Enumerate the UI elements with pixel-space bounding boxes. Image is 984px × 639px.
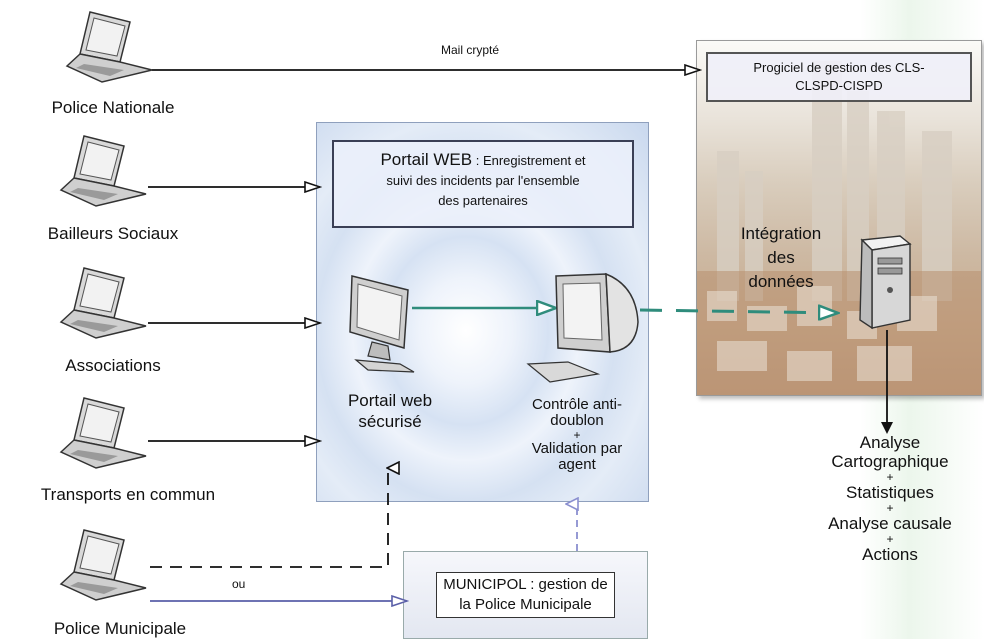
municipol-line1: MUNICIPOL : gestion de xyxy=(443,576,608,593)
source-label-bailleurs-sociaux: Bailleurs Sociaux xyxy=(47,224,179,243)
result-plus-1: + xyxy=(886,470,894,484)
municipol-box: MUNICIPOL : gestion de la Police Municip… xyxy=(403,551,648,639)
portail-web-box: Portail WEB : Enregistrement et suivi de… xyxy=(332,140,634,228)
edge-label-ou: ou xyxy=(232,577,246,591)
integration-label: Intégration des données xyxy=(716,222,846,294)
controle-line3: Validation par xyxy=(531,440,623,457)
portail-title: Portail WEB xyxy=(380,150,473,169)
portail-web-line1: Portail web xyxy=(347,391,433,410)
edge-label-mail: Mail crypté xyxy=(441,43,500,57)
result-analyse: Analyse xyxy=(859,433,921,452)
portail-desc1: Enregistrement et xyxy=(482,153,586,168)
source-label-police-municipale: Police Municipale xyxy=(53,619,187,638)
integration-line2: des xyxy=(767,248,795,267)
laptop-icon xyxy=(59,135,147,207)
integration-line3: données xyxy=(748,272,814,291)
results-block: Analyse Cartographique + Statistiques + … xyxy=(790,433,984,564)
portail-web-label: Portail web sécurisé xyxy=(320,390,460,432)
laptop-icon xyxy=(59,529,147,601)
municipol-line2: la Police Municipale xyxy=(459,596,592,613)
crt-monitor-icon xyxy=(526,272,639,383)
controle-line4: agent xyxy=(558,456,596,473)
portail-desc2: suivi des incidents par l'ensemble xyxy=(386,173,580,188)
laptop-icon xyxy=(65,11,153,83)
city-skyline-illustration xyxy=(697,61,981,395)
portail-desc3: des partenaires xyxy=(438,193,528,208)
progiciel-line2: CLSPD-CISPD xyxy=(795,78,883,93)
monitor-icon xyxy=(349,275,415,373)
portail-colon: : xyxy=(472,153,483,168)
laptop-icon xyxy=(59,397,147,469)
integration-line1: Intégration xyxy=(740,224,822,243)
result-plus-2: + xyxy=(886,501,894,515)
portail-web-line2: sécurisé xyxy=(358,412,422,431)
edge-controle-server xyxy=(639,310,838,313)
controle-line2: doublon xyxy=(550,412,604,429)
edge-municipale-dashed xyxy=(150,468,388,568)
source-label-police-nationale: Police Nationale xyxy=(51,98,175,117)
controle-line1: Contrôle anti- xyxy=(531,396,623,413)
result-plus-3: + xyxy=(886,532,894,546)
result-statistiques: Statistiques xyxy=(846,483,934,502)
controle-plus: + xyxy=(573,428,581,442)
progiciel-line1: Progiciel de gestion des CLS- xyxy=(753,60,925,75)
progiciel-box: Progiciel de gestion des CLS- CLSPD-CISP… xyxy=(706,52,972,102)
server-icon xyxy=(859,235,912,330)
result-analyse-causale: Analyse causale xyxy=(828,514,952,533)
laptop-icon xyxy=(59,267,147,339)
result-actions: Actions xyxy=(862,545,918,564)
result-cartographique: Cartographique xyxy=(831,452,949,471)
source-label-associations: Associations xyxy=(65,356,161,375)
source-label-transports: Transports en commun xyxy=(40,485,216,504)
controle-label: Contrôle anti- doublon + Validation par … xyxy=(492,397,662,473)
